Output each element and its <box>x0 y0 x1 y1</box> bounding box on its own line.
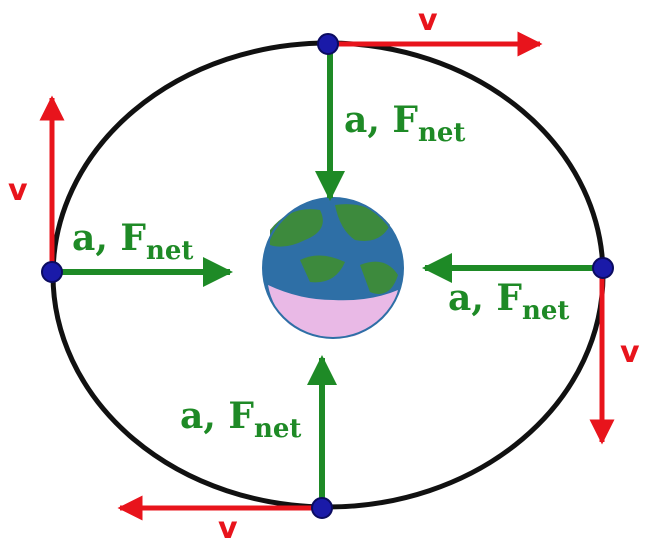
velocity-label-top: v <box>418 3 438 38</box>
satellite-dot-icon <box>42 262 62 282</box>
earth-icon <box>263 198 403 338</box>
satellite-bottom: v a, Fnet <box>120 358 332 542</box>
velocity-label-bottom: v <box>218 511 238 542</box>
satellite-dot-icon <box>312 498 332 518</box>
accel-label-left: a, Fnet <box>72 217 193 266</box>
accel-label-right: a, Fnet <box>448 277 569 326</box>
satellite-right: v a, Fnet <box>425 258 640 442</box>
satellite-dot-icon <box>318 34 338 54</box>
velocity-label-right: v <box>620 335 640 370</box>
satellite-dot-icon <box>593 258 613 278</box>
accel-label-top: a, Fnet <box>344 99 465 148</box>
accel-label-bottom: a, Fnet <box>180 395 301 444</box>
velocity-label-left: v <box>8 173 28 208</box>
